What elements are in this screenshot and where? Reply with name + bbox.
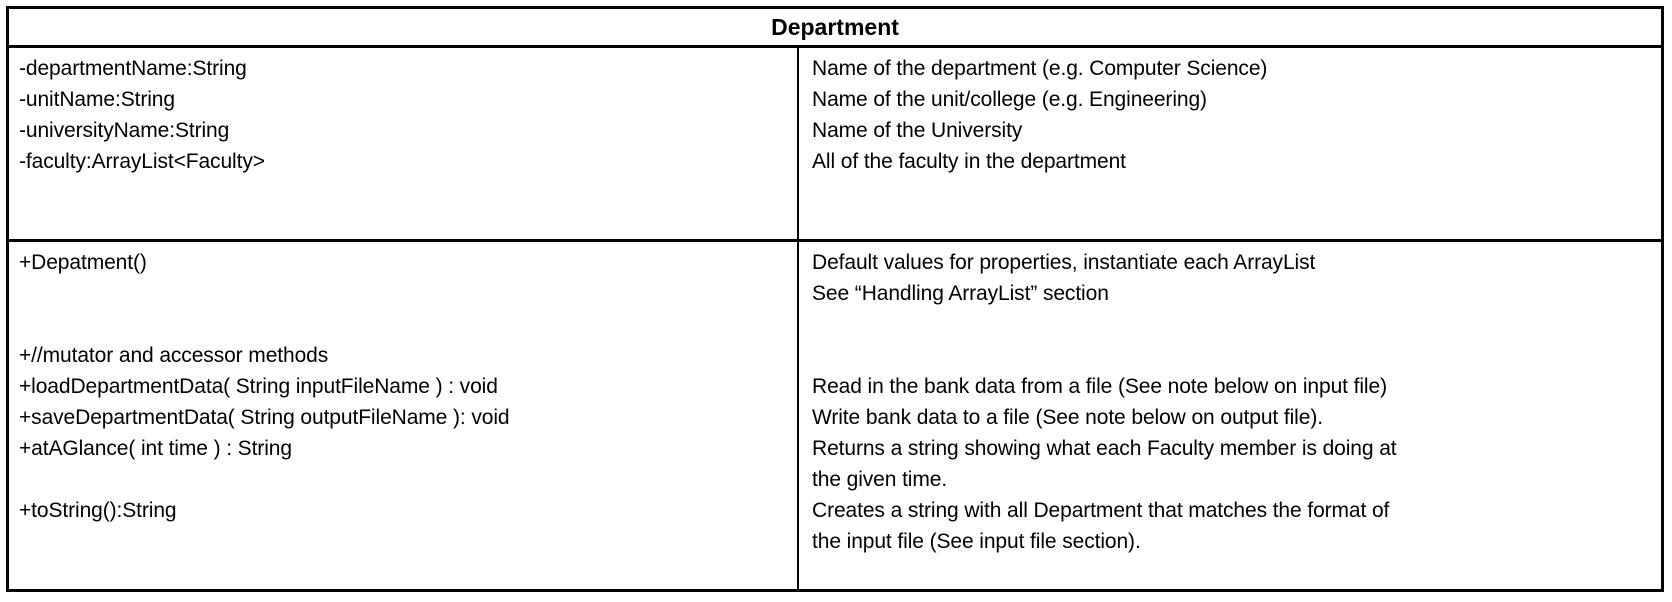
uml-attributes-signature-column: -departmentName:String -unitName:String … — [9, 48, 799, 239]
uml-method-signature: +//mutator and accessor methods — [19, 344, 329, 367]
uml-methods-description-column: Default values for properties, instantia… — [799, 242, 1661, 589]
uml-class-name: Department — [771, 13, 899, 40]
uml-attribute-signature: -faculty:ArrayList<Faculty> — [19, 150, 265, 173]
uml-method-description: the given time. — [812, 468, 948, 491]
uml-methods-compartment: +Depatment() +//mutator and accessor met… — [9, 242, 1661, 589]
uml-method-description: Read in the bank data from a file (See n… — [812, 375, 1387, 398]
uml-attribute-signature-spacer — [19, 177, 797, 208]
uml-class-box-department: Department -departmentName:String -unitN… — [6, 6, 1664, 592]
uml-method-description: See “Handling ArrayList” section — [812, 282, 1109, 305]
uml-method-signature: +loadDepartmentData( String inputFileNam… — [19, 375, 498, 398]
uml-attribute-signature: -universityName:String — [19, 119, 230, 142]
uml-method-signature: +Depatment() — [19, 251, 147, 274]
uml-method-signature-spacer — [19, 526, 797, 557]
uml-attribute-description: All of the faculty in the department — [812, 150, 1126, 173]
uml-method-signature-spacer — [19, 309, 797, 340]
uml-method-description: Default values for properties, instantia… — [812, 251, 1316, 274]
uml-method-description-spacer — [812, 309, 1661, 340]
uml-method-description: Write bank data to a file (See note belo… — [812, 406, 1323, 429]
uml-attribute-description: Name of the University — [812, 119, 1023, 142]
uml-method-signature-spacer — [19, 278, 797, 309]
uml-method-description: the input file (See input file section). — [812, 530, 1141, 553]
uml-attributes-compartment: -departmentName:String -unitName:String … — [9, 48, 1661, 242]
uml-methods-signature-column: +Depatment() +//mutator and accessor met… — [9, 242, 799, 589]
uml-method-signature: +atAGlance( int time ) : String — [19, 437, 292, 460]
uml-attribute-signature: -departmentName:String — [19, 57, 247, 80]
uml-method-signature: +saveDepartmentData( String outputFileNa… — [19, 406, 510, 429]
uml-attribute-signature: -unitName:String — [19, 88, 175, 111]
uml-attributes-description-column: Name of the department (e.g. Computer Sc… — [799, 48, 1661, 239]
uml-method-description-spacer — [812, 340, 1661, 371]
uml-attribute-description-spacer — [812, 177, 1661, 208]
uml-method-signature-spacer — [19, 464, 797, 495]
uml-method-signature: +toString():String — [19, 499, 177, 522]
uml-attribute-description: Name of the department (e.g. Computer Sc… — [812, 57, 1268, 80]
uml-class-title-row: Department — [9, 9, 1661, 48]
uml-method-description: Creates a string with all Department tha… — [812, 499, 1390, 522]
uml-method-description: Returns a string showing what each Facul… — [812, 437, 1397, 460]
uml-attribute-description: Name of the unit/college (e.g. Engineeri… — [812, 88, 1207, 111]
